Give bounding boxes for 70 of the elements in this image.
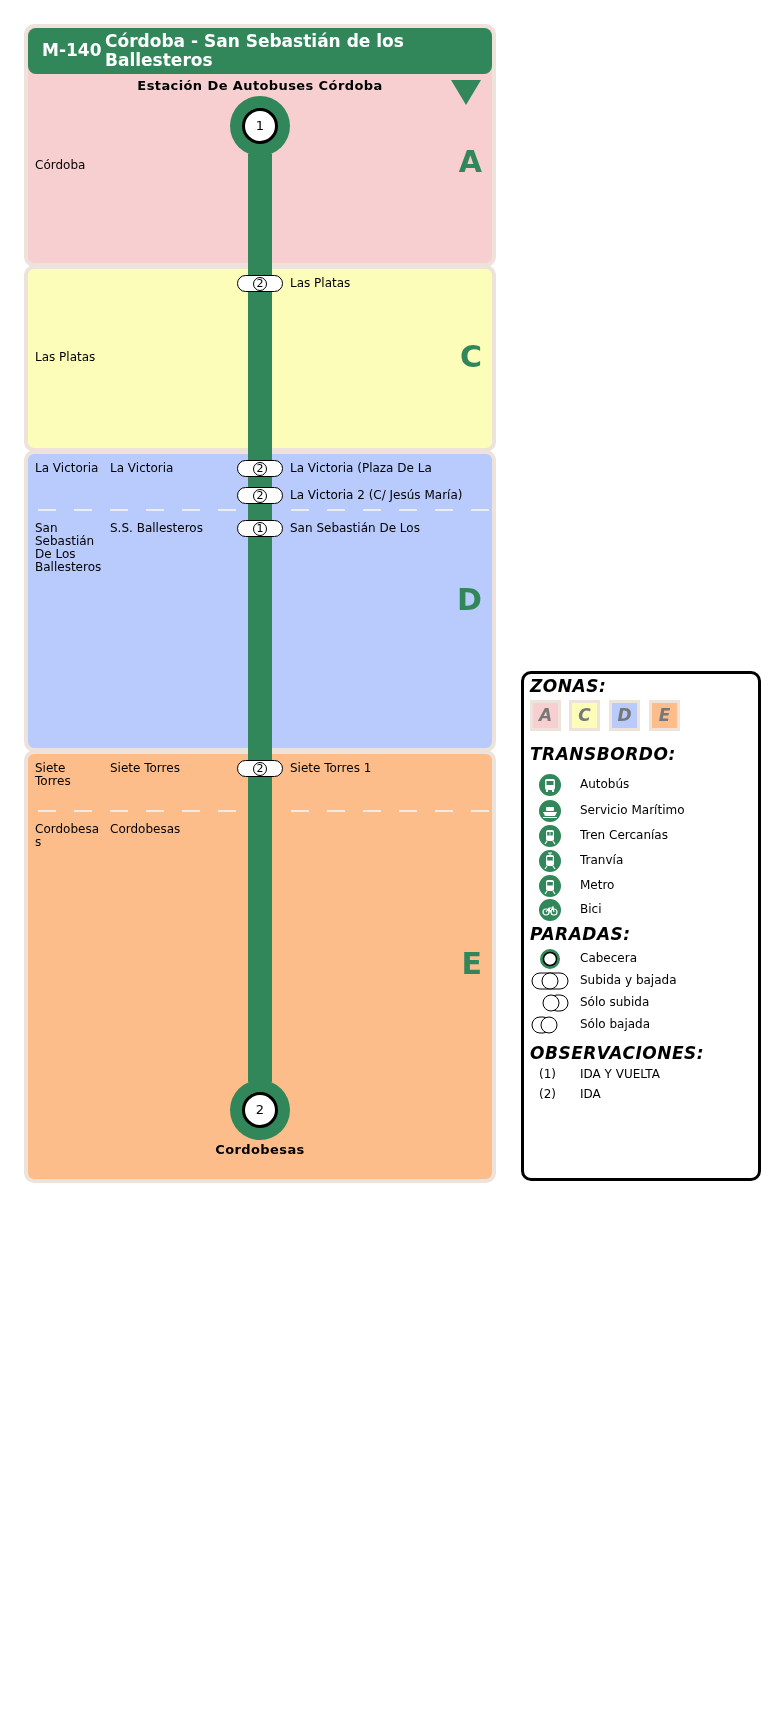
stop-marker <box>237 487 283 504</box>
stop-number: 2 <box>242 1092 278 1128</box>
route-title: Córdoba - San Sebastián de los Ballesteros <box>105 32 405 70</box>
zone-place: Cordobesas <box>110 823 181 836</box>
legend-label: Autobús <box>580 777 630 791</box>
stop-marker <box>237 520 283 537</box>
stop-number: 2 <box>253 276 267 291</box>
legend-label: Servicio Marítimo <box>580 803 685 817</box>
legend-label: Metro <box>580 878 615 892</box>
legend-heading: PARADAS: <box>530 924 631 944</box>
legend-label: Sólo bajada <box>580 1017 651 1031</box>
route-line <box>248 504 272 520</box>
zone-letter: A <box>458 144 482 180</box>
route-line <box>248 477 272 487</box>
zone-place: Siete Torres <box>110 762 180 775</box>
zone-swatch: C <box>569 700 600 731</box>
route-line <box>248 777 272 1082</box>
legend-label: Tren Cercanías <box>580 828 668 842</box>
stop-number: 1 <box>242 108 278 144</box>
stop-number: 2 <box>253 761 267 776</box>
zone-place: Siete Torres <box>35 762 72 788</box>
note-mark: (2) <box>539 1088 556 1101</box>
zone-swatch: A <box>530 700 561 731</box>
stop-marker <box>237 275 283 292</box>
zone-band <box>24 750 496 1183</box>
zone-place: La Victoria <box>35 462 99 475</box>
legend-label: Bici <box>580 902 602 916</box>
zone-place: S.S. Ballesteros <box>110 522 203 535</box>
stop-name: San Sebastián De Los <box>290 520 420 535</box>
zone-place: San Sebastián De Los Ballesteros <box>35 522 103 574</box>
zone-swatch: E <box>649 700 680 731</box>
legend-label: Cabecera <box>580 951 637 965</box>
terminal-name: Estación De Autobuses Córdoba <box>136 79 384 93</box>
stop-number: 2 <box>253 461 267 476</box>
stop-number: 2 <box>253 488 267 503</box>
route-line <box>248 292 272 460</box>
legend-label: Tranvía <box>580 853 624 867</box>
zone-letter: C <box>459 339 482 375</box>
title-bar <box>28 28 492 74</box>
zone-place: La Victoria <box>110 462 174 475</box>
legend-label: Subida y bajada <box>580 973 677 987</box>
terminal-name: Cordobesas <box>214 1143 306 1157</box>
legend-heading: OBSERVACIONES: <box>530 1043 705 1063</box>
route-line <box>248 154 272 275</box>
stop-name: La Victoria 2 (C/ Jesús María) <box>290 487 463 502</box>
route-code: M-140 <box>42 39 102 61</box>
zone-band <box>24 265 496 452</box>
zone-band <box>24 24 496 267</box>
legend-label: Sólo subida <box>580 995 650 1009</box>
stop-number: 1 <box>253 521 267 536</box>
note-text: IDA <box>580 1088 601 1101</box>
legend-heading: TRANSBORDO: <box>530 744 676 764</box>
zone-place: Cordobesas <box>35 823 100 849</box>
route-line <box>248 537 272 760</box>
stop-name: Siete Torres 1 <box>290 760 372 775</box>
terminal-stop <box>230 1080 290 1140</box>
note-mark: (1) <box>539 1068 556 1081</box>
zone-place: Las Platas <box>35 351 96 364</box>
zone-letter: D <box>457 582 482 618</box>
zone-place: Córdoba <box>35 159 86 172</box>
terminal-stop <box>230 96 290 156</box>
note-text: IDA Y VUELTA <box>580 1068 660 1081</box>
stop-name: La Victoria (Plaza De La <box>290 460 432 475</box>
zone-letter: E <box>461 946 482 982</box>
stop-name: Las Platas <box>290 275 351 290</box>
zone-swatch: D <box>609 700 640 731</box>
stop-marker <box>237 760 283 777</box>
legend-heading: ZONAS: <box>530 676 607 696</box>
zone-band <box>24 450 496 752</box>
stop-marker <box>237 460 283 477</box>
